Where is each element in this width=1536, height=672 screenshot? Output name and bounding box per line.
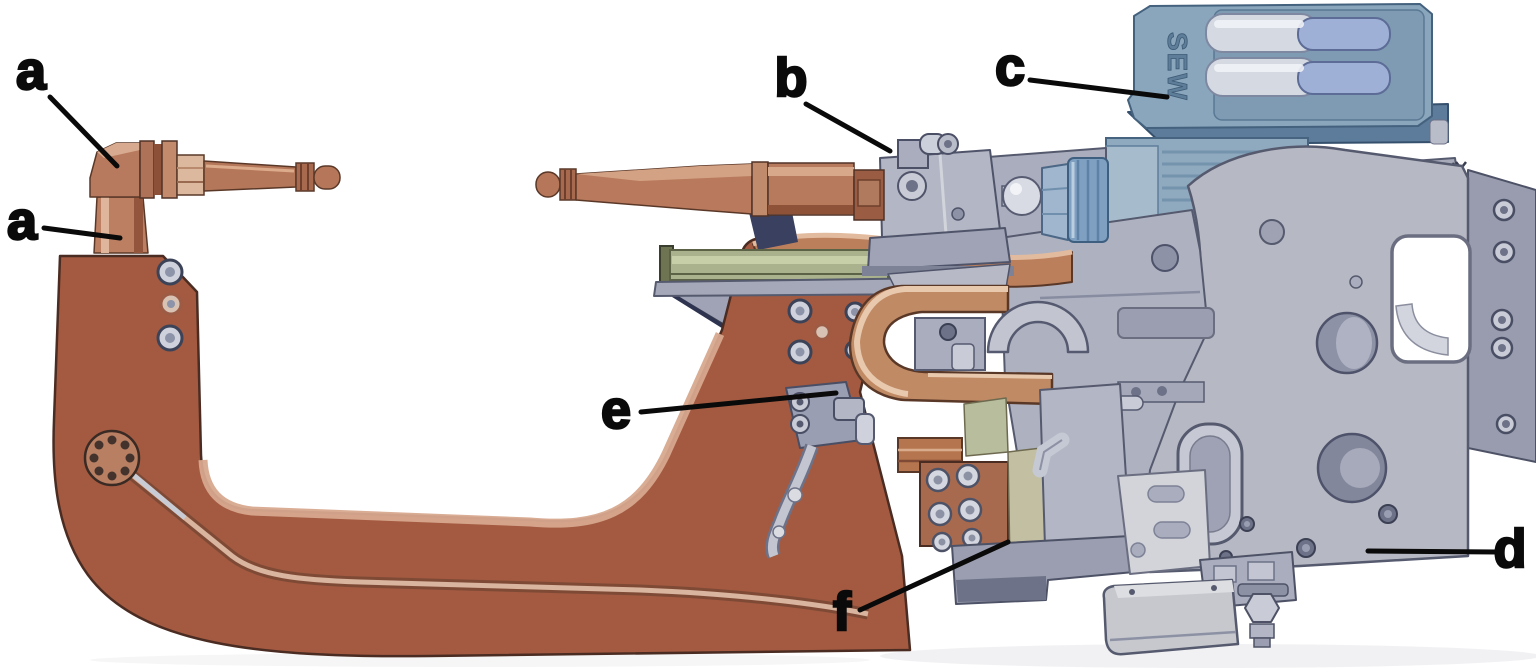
- electrode-tip: [535, 171, 561, 198]
- arm-column-bolts: [156, 258, 184, 352]
- sew-gearbox: SEW: [1127, 3, 1449, 145]
- leader-a-upper: [47, 94, 120, 169]
- clamp-screw: [897, 133, 959, 169]
- label-e: e: [601, 380, 631, 440]
- bearing-arch: [986, 300, 1090, 354]
- electrode-holder: [862, 133, 1014, 299]
- label-f: f: [833, 582, 852, 642]
- linear-rail: [653, 245, 949, 297]
- side-panel: [1467, 169, 1536, 463]
- label-c: c: [995, 37, 1025, 97]
- capacitor-cylinders: [1205, 13, 1391, 97]
- leader-lines: [41, 77, 1500, 613]
- c-arm: [52, 236, 912, 658]
- bottom-assembly: [1102, 469, 1297, 656]
- hose: [765, 443, 819, 559]
- electrode-tip: [313, 165, 341, 190]
- leader-a-lower: [41, 225, 123, 241]
- ground-shadow: [90, 644, 1536, 668]
- sensor-box: [1102, 578, 1240, 656]
- hairpin-bus-bar: [848, 284, 1054, 406]
- air-valve: [765, 381, 875, 559]
- arm-flange: [83, 429, 141, 487]
- fixed-electrode: [89, 140, 341, 254]
- ball-joint: [1002, 176, 1042, 216]
- cooling-tube: [122, 465, 870, 620]
- moving-electrode: [535, 161, 885, 221]
- label-d: d: [1494, 519, 1527, 579]
- side-panel-bolts: [1490, 198, 1517, 435]
- label-a-upper: a: [16, 41, 47, 101]
- motor-brand-text: SEW: [1162, 32, 1193, 102]
- leader-c: [1027, 77, 1170, 100]
- leader-e: [638, 390, 839, 415]
- transformer-block: [897, 383, 1135, 605]
- label-b: b: [775, 48, 808, 108]
- callout-labels: a a b c d e f: [6, 36, 1528, 644]
- label-a-lower: a: [7, 191, 38, 251]
- leader-b: [803, 101, 893, 154]
- motor-coupling: [1001, 157, 1109, 243]
- hex-fitting: [1244, 593, 1280, 623]
- leader-d: [1365, 548, 1500, 555]
- leader-f: [857, 539, 1011, 613]
